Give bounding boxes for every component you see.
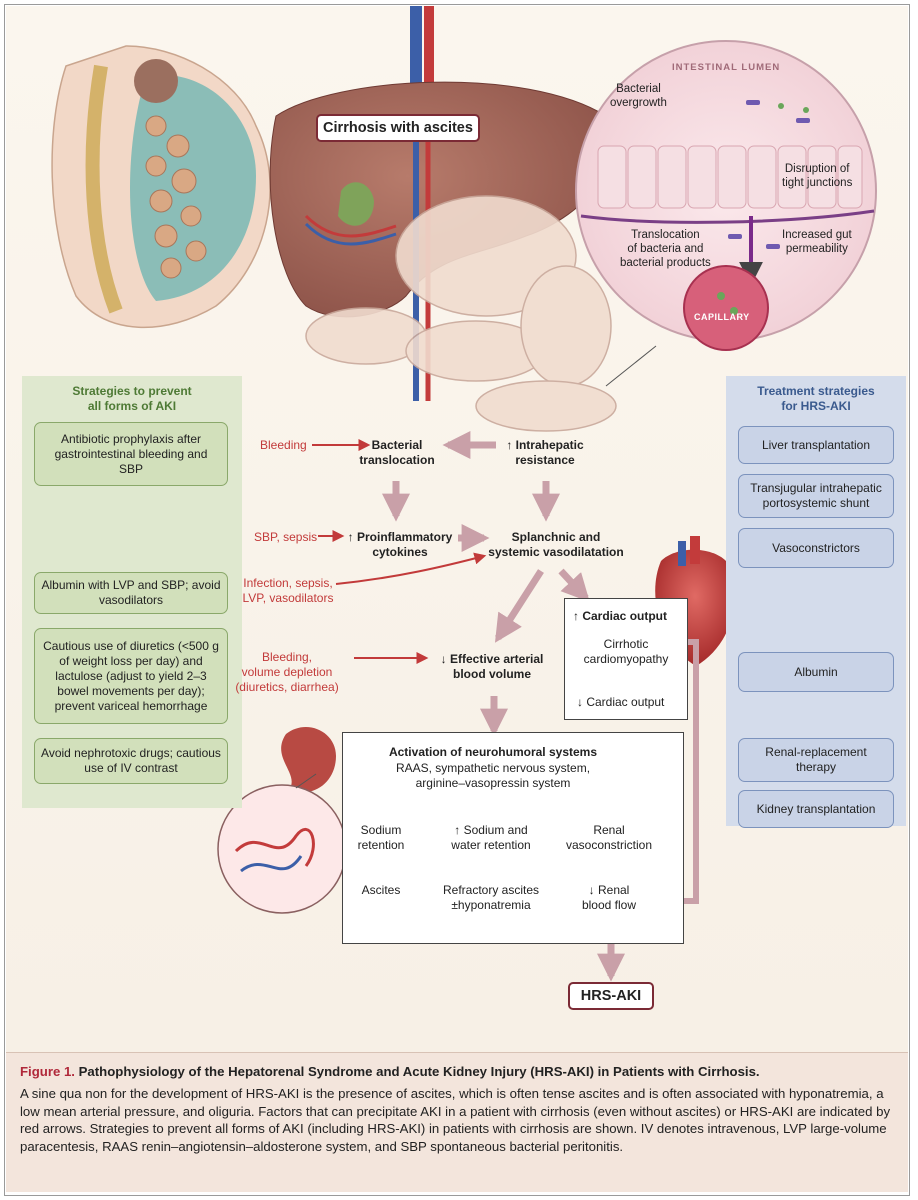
bleeding-label: Bleeding	[260, 438, 307, 452]
infection-label: Infection, sepsis,LVP, vasodilators	[242, 576, 334, 605]
hrs-aki-label: HRS-AKI	[568, 982, 654, 1010]
caption-figure-number: Figure 1.	[20, 1064, 75, 1079]
figure-frame	[4, 4, 910, 1196]
neurohumoral-title: Activation of neurohumoral systems	[388, 745, 598, 759]
artery-top	[424, 6, 434, 116]
treatment-box-kidney-transplant: Kidney transplantation	[738, 790, 894, 828]
intestinal-lumen-inset	[575, 40, 877, 387]
treatment-box-rrt: Renal-replacement therapy	[738, 738, 894, 782]
treatment-box-albumin: Albumin	[738, 652, 894, 692]
neurohumoral-box: Activation of neurohumoral systems RAAS,…	[342, 732, 684, 944]
neurohumoral-systems: RAAS, sympathetic nervous system,arginin…	[395, 761, 591, 790]
figure-caption: Figure 1. Pathophysiology of the Hepator…	[6, 1052, 908, 1192]
refractory-ascites: Refractory ascites±hyponatremia	[442, 883, 540, 912]
caption-title-text: Pathophysiology of the Hepatorenal Syndr…	[78, 1064, 760, 1079]
treatment-box-tips: Transjugular intrahepatic portosystemic …	[738, 474, 894, 518]
cardiac-output-down: ↓ Cardiac output	[577, 695, 665, 709]
caption-title: Figure 1. Pathophysiology of the Hepator…	[20, 1063, 894, 1080]
abdomen-illustration	[51, 45, 271, 329]
arrow-infection	[335, 552, 487, 585]
arrow-to-effective-volume	[494, 569, 544, 643]
intestine-illustration	[305, 195, 617, 432]
sbp-sepsis-label: SBP, sepsis	[254, 530, 318, 544]
bleeding-volume-label: Bleeding,volume depletion(diuretics, dia…	[235, 650, 339, 694]
cardiac-output-up: ↑ Cardiac output	[573, 609, 668, 623]
cirrhosis-label: Cirrhosis with ascites	[316, 114, 480, 142]
inset-title: INTESTINAL LUMEN	[672, 62, 781, 73]
caption-body: A sine qua non for the development of HR…	[20, 1086, 891, 1154]
prevention-box-antibiotic: Antibiotic prophylaxis after gastrointes…	[34, 422, 228, 486]
treatment-box-vasoconstrictors: Vasoconstrictors	[738, 528, 894, 568]
prevention-box-albumin: Albumin with LVP and SBP; avoid vasodila…	[34, 572, 228, 614]
treatment-box-liver-transplant: Liver transplantation	[738, 426, 894, 464]
kidney-illustration	[217, 726, 347, 914]
ascites: Ascites	[361, 883, 401, 897]
capillary-label: CAPILLARY	[694, 312, 750, 322]
arrow-to-cardiac	[558, 568, 590, 603]
prevention-box-diuretics: Cautious use of diuretics (<500 g of wei…	[34, 628, 228, 724]
prevention-box-nephrotoxic: Avoid nephrotoxic drugs; cautious use of…	[34, 738, 228, 784]
